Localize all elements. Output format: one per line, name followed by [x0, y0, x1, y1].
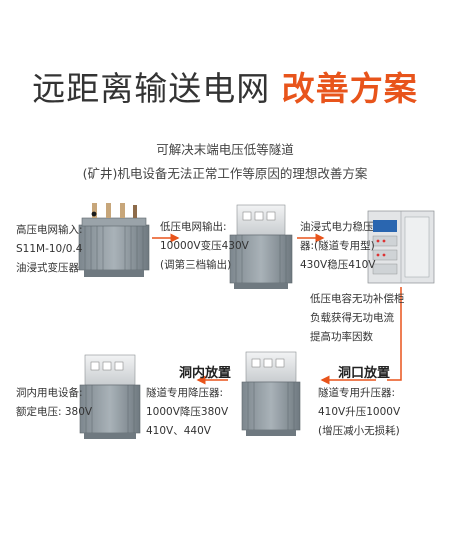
transformer-5-image: [241, 351, 301, 436]
transformer-1-image: [78, 203, 150, 277]
subtitle-line2: (矿井)机电设备无法正常工作等原因的理想改善方案: [82, 166, 368, 181]
step-6-line2: 1000V降压380V: [146, 406, 229, 418]
step-5-line2: 410V升压1000V: [318, 406, 401, 418]
step-2-line3: (调第三档输出): [160, 259, 232, 271]
step-7-text: 洞内用电设备: 额定电压: 380V: [16, 384, 92, 422]
step-6-line1: 隧道专用降压器:: [146, 387, 224, 399]
step-4-line2: 负载获得无功电流: [310, 312, 394, 324]
step-1-line2: S11M-10/0.4: [16, 243, 83, 255]
title-part1: 远距离输送电网: [32, 69, 271, 108]
flow-arrows: [152, 233, 402, 385]
transformer-2-image: [229, 204, 293, 289]
step-2-line1: 低压电网输出:: [160, 221, 227, 233]
location-inside: 洞内放置: [179, 366, 232, 381]
capacitor-cabinet-image: [367, 210, 435, 284]
title-part2: 改善方案: [281, 69, 418, 108]
step-7-line2: 额定电压: 380V: [16, 406, 93, 418]
step-4-line1: 低压电容无功补偿柜: [310, 293, 405, 305]
step-3-line3: 430V稳压410V: [300, 259, 376, 271]
page-title: 远距离输送电网 改善方案: [0, 62, 450, 110]
step-7-line1: 洞内用电设备:: [16, 387, 83, 399]
step-1-line3: 油浸式变压器: [16, 262, 79, 274]
step-5-line3: (增压减小无损耗): [318, 425, 400, 437]
step-2-text: 低压电网输出: 10000V变压430V (调第三档输出): [160, 218, 249, 275]
step-6-line3: 410V、440V: [146, 425, 211, 437]
step-1-text: 高压电网输入: S11M-10/0.4 油浸式变压器: [16, 221, 83, 278]
transformer-6-image: [79, 354, 141, 439]
step-3-line1: 油浸式电力稳压: [300, 221, 374, 233]
step-3-line2: 器:(隧道专用型): [300, 240, 375, 252]
step-5-line1: 隧道专用升压器:: [318, 387, 396, 399]
step-6-text: 隧道专用降压器: 1000V降压380V 410V、440V: [146, 384, 228, 441]
step-1-line1: 高压电网输入:: [16, 224, 83, 236]
subtitle-line1: 可解决末端电压低等隧道: [156, 142, 294, 157]
step-2-line2: 10000V变压430V: [160, 240, 249, 252]
step-4-line3: 提高功率因数: [310, 331, 373, 343]
arrow-4-to-5-corner: [387, 287, 402, 381]
step-3-text: 油浸式电力稳压 器:(隧道专用型) 430V稳压410V: [300, 218, 375, 275]
step-5-text: 隧道专用升压器: 410V升压1000V (增压减小无损耗): [318, 384, 400, 441]
location-portal: 洞口放置: [338, 366, 391, 381]
step-4-text: 低压电容无功补偿柜 负载获得无功电流 提高功率因数: [310, 290, 405, 347]
